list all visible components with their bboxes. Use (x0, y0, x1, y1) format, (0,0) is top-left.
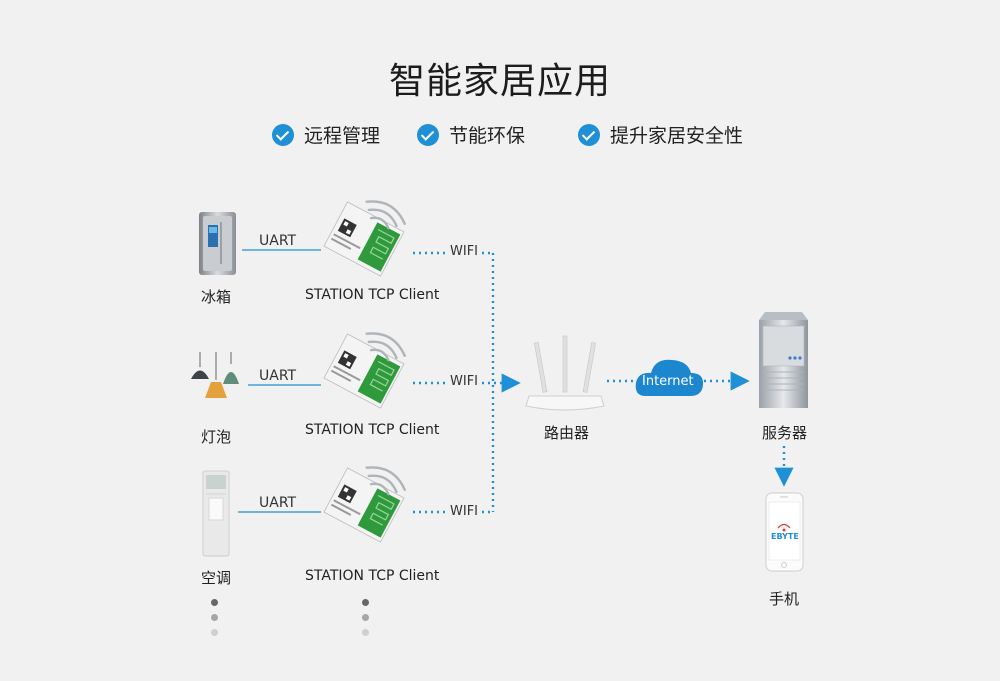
wifi-module (323, 201, 405, 277)
continuation-dot (362, 629, 369, 636)
uart-label: UART (259, 233, 297, 249)
feature-text: 节能环保 (449, 125, 526, 147)
fridge-icon (199, 212, 236, 275)
module-label: STATION TCP Client (305, 568, 440, 584)
phone-brand: EBYTE (771, 532, 799, 541)
router-icon (525, 335, 605, 411)
continuation-dot (211, 629, 218, 636)
feature-text: 远程管理 (304, 125, 381, 147)
device-label-lamp: 灯泡 (201, 428, 232, 446)
device-label-ac: 空调 (201, 569, 232, 587)
feature-text: 提升家居安全性 (610, 125, 744, 147)
lamp-icon (191, 352, 239, 398)
server-icon (759, 312, 808, 408)
continuation-dot (362, 614, 369, 621)
uart-label: UART (259, 495, 297, 511)
phone-icon (765, 492, 804, 572)
wifi-label: WIFI (448, 244, 480, 259)
feature-list: 远程管理 节能环保 提升家居安全性 (0, 121, 1000, 149)
check-circle-icon (272, 123, 294, 146)
feature-item: 提升家居安全性 (578, 121, 743, 148)
server-label: 服务器 (762, 424, 808, 442)
wifi-links (413, 251, 794, 514)
page-title: 智能家居应用 (388, 61, 611, 102)
continuation-dot (211, 614, 218, 621)
wifi-module (323, 467, 405, 543)
router-label: 路由器 (544, 424, 590, 442)
check-circle-icon (578, 123, 600, 146)
wifi-label: WIFI (448, 374, 480, 389)
wifi-module (323, 333, 405, 409)
module-label: STATION TCP Client (305, 422, 440, 438)
device-label-fridge: 冰箱 (201, 288, 232, 306)
cloud-icon (635, 359, 704, 396)
air-conditioner-icon (202, 470, 230, 557)
feature-item: 节能环保 (417, 121, 525, 148)
feature-item: 远程管理 (272, 121, 380, 148)
continuation-dot (362, 599, 369, 606)
wifi-label: WIFI (448, 504, 480, 519)
continuation-dot (211, 599, 218, 606)
phone-label: 手机 (769, 590, 800, 608)
cloud-label: Internet (642, 374, 694, 389)
uart-label: UART (259, 368, 297, 384)
check-circle-icon (417, 123, 439, 146)
module-label: STATION TCP Client (305, 287, 440, 303)
